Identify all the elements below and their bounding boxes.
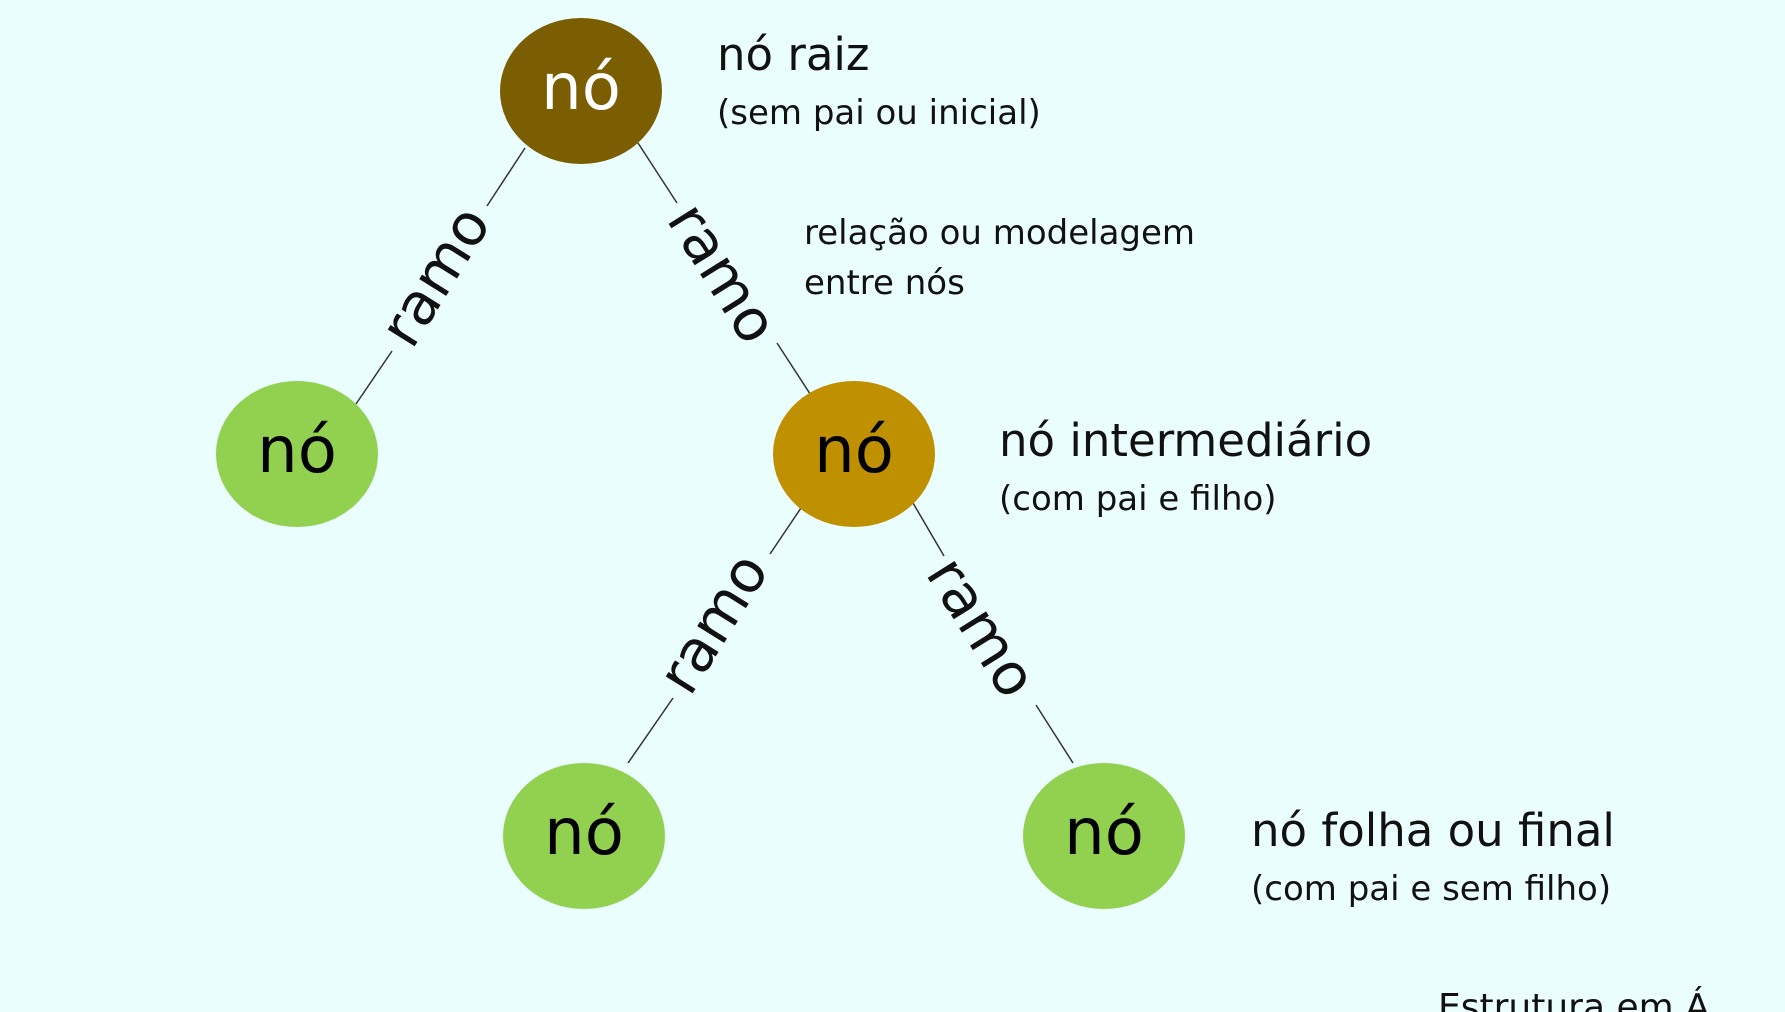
root-node: nó	[500, 18, 662, 164]
intermediate-node-title: nó intermediário	[999, 414, 1373, 467]
edge-root-mid-upper	[637, 142, 678, 204]
edge-root-left-upper	[486, 147, 526, 207]
relation-note-line1: relação ou modelagem	[804, 213, 1196, 253]
root-node-title: nó raiz	[717, 28, 870, 81]
leaf-node-left: nó	[503, 763, 665, 909]
root-node-subtitle: (sem pai ou inicial)	[717, 93, 1041, 133]
edge-mid-leaf2-lower	[1035, 704, 1074, 764]
intermediate-node-subtitle: (com pai e filho)	[999, 479, 1277, 519]
edge-root-left-lower	[355, 350, 393, 405]
leaf-node-subtitle: (com pai e sem filho)	[1251, 869, 1612, 909]
edge-mid-leaf1-lower	[627, 697, 674, 764]
left-child-node: nó	[216, 381, 378, 527]
intermediate-node: nó	[773, 381, 935, 527]
relation-note-line2: entre nós	[804, 263, 965, 303]
leaf-node-title: nó folha ou final	[1251, 804, 1615, 857]
edge-mid-leaf1-upper	[769, 507, 802, 555]
leaf-node-right: nó	[1023, 763, 1185, 909]
footer-caption: Estrutura em Á	[1438, 987, 1710, 1012]
edge-mid-leaf2-upper	[912, 502, 945, 557]
